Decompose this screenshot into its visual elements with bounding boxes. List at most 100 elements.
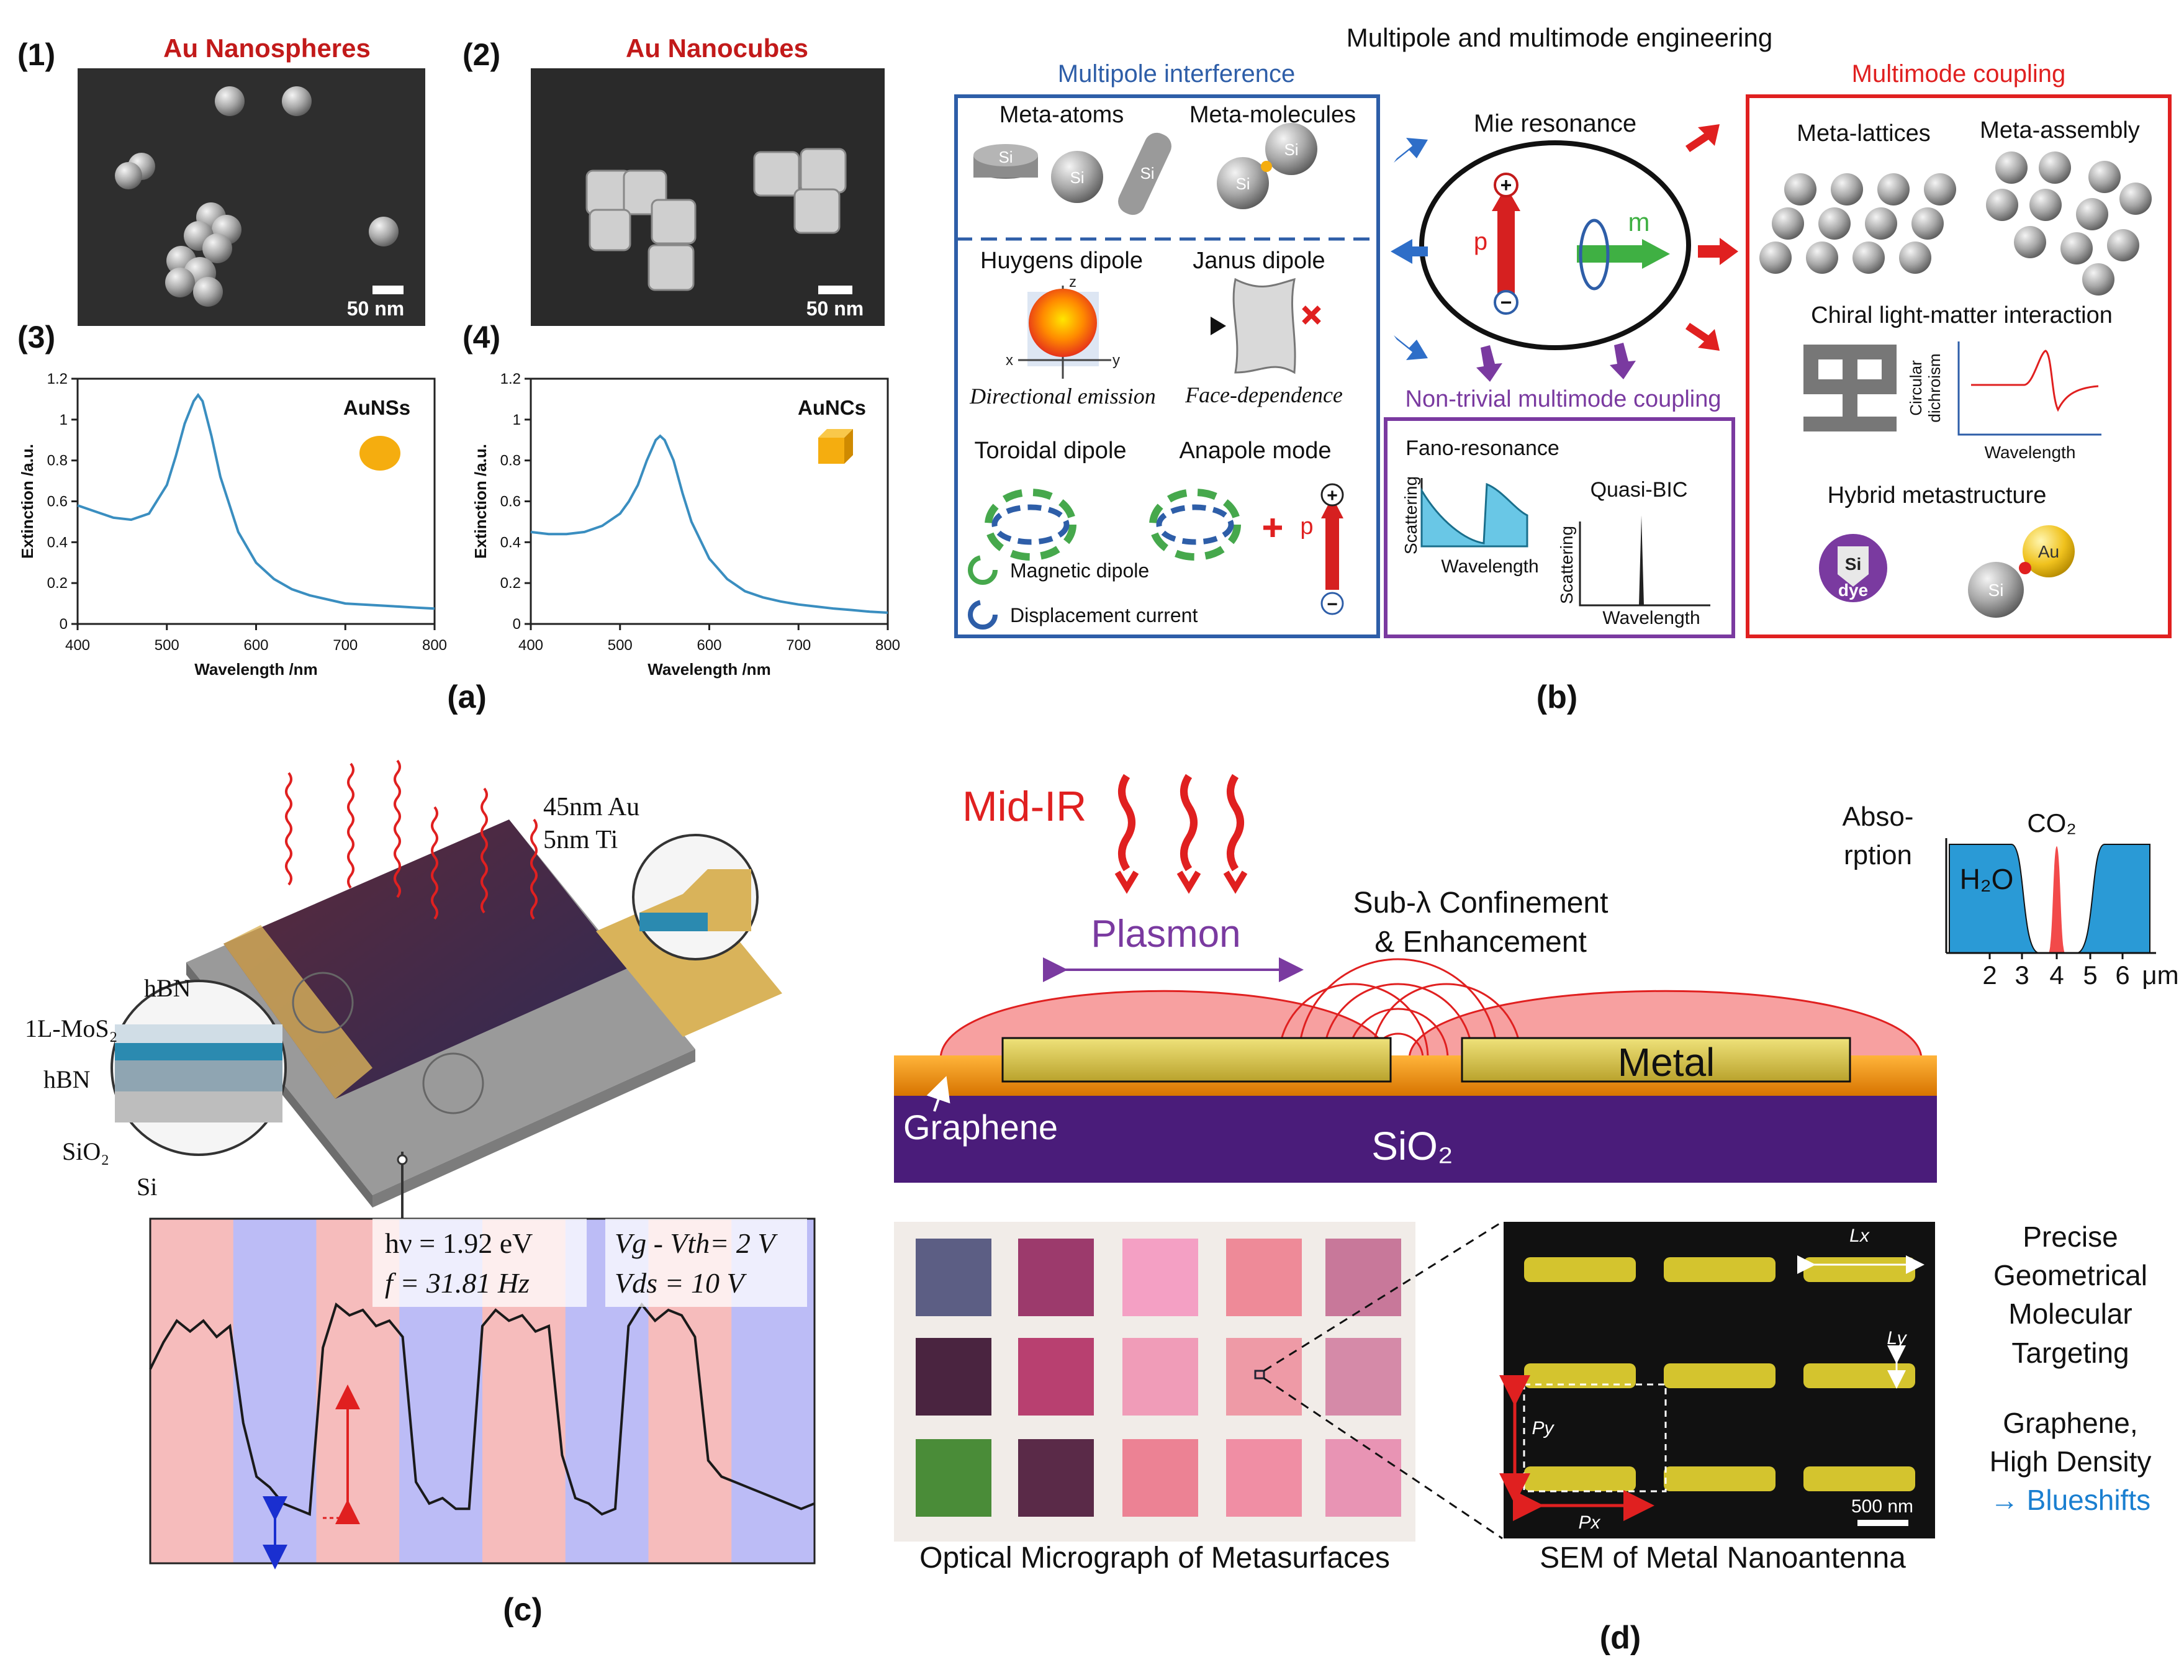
y-tick-label: 0.6 (500, 494, 521, 510)
metasurface-swatch (1325, 1239, 1401, 1316)
y-axis-label: Extinction /a.u. (18, 444, 37, 559)
device-illustration (186, 759, 782, 1219)
magnetic-dipole-arrow (1577, 219, 1670, 291)
y-tick-label: 0.8 (500, 453, 521, 469)
x-tick-label: 400 (65, 637, 90, 654)
x-tick-label: 400 (518, 637, 543, 654)
graphene-pointer (926, 1076, 950, 1112)
x-tick-label: 700 (333, 637, 358, 654)
panel-a: (1) Au Nanospheres 50 nm (2) Au Nanocube… (17, 34, 900, 715)
metal-block-right (1461, 1037, 1851, 1083)
electric-dipole-arrow (1492, 173, 1520, 315)
sem-caption: SEM of Metal Nanoantenna (1540, 1542, 1906, 1574)
y-tick-label: 0.4 (500, 534, 521, 551)
legend-auncs: AuNCs (798, 396, 866, 419)
metasurface-swatch (1018, 1338, 1094, 1416)
sub-lambda-1: Sub-λ Confinement (1353, 887, 1609, 919)
plasmon-label: Plasmon (1091, 913, 1240, 955)
metasurface-swatch (1226, 1439, 1302, 1517)
anapole-plus: + (1327, 485, 1338, 506)
displacement-label: Displacement current (1010, 604, 1198, 626)
x-tick-label: 800 (875, 637, 900, 654)
sub1-number: (1) (17, 37, 55, 72)
nanoantenna (1524, 1466, 1636, 1491)
py-label: Py (1532, 1418, 1555, 1438)
dipole-p: p (1474, 228, 1487, 255)
blueshift-note: → Blueshifts (1990, 1484, 2150, 1516)
y-tick-label: 0 (60, 616, 68, 633)
co2-peak (2049, 846, 2065, 953)
abs-unit-label: μm (2142, 960, 2178, 990)
sub-lambda-2: & Enhancement (1374, 926, 1587, 959)
hybrid-label: Hybrid metastructure (1828, 482, 2047, 508)
cd-wavelength: Wavelength (1985, 443, 2076, 462)
interference-heading: Multipole interference (1058, 60, 1295, 88)
x-tick-label: 600 (697, 637, 721, 654)
interference-box (954, 94, 1380, 638)
graphene-note-1: Graphene, (2003, 1407, 2137, 1439)
x-axis-label: Wavelength /nm (194, 660, 317, 679)
band-pink (150, 1219, 234, 1563)
annotation-box-right (605, 1219, 807, 1307)
y-tick-label: 1 (513, 412, 521, 428)
sub2-title: Au Nanocubes (626, 34, 808, 63)
face-label: Face-dependence (1185, 382, 1343, 407)
meta-molecules-label: Meta-molecules (1189, 102, 1356, 128)
cd-plot (1957, 341, 2101, 436)
magnetic-dipole-label: Magnetic dipole (1010, 559, 1149, 582)
spectrum-line (77, 392, 435, 610)
hybrid-icons (1819, 525, 2075, 618)
anapole-minus: − (1327, 594, 1338, 615)
abs-tick-label: 5 (2083, 960, 2097, 990)
x-tick-label: 600 (243, 637, 268, 654)
meta-lattices-label: Meta-lattices (1797, 120, 1930, 147)
metasurface-swatch (916, 1439, 991, 1517)
y-tick-label: 0.2 (500, 575, 521, 592)
metasurface-swatch (1018, 1439, 1094, 1517)
quasi-wavelength: Wavelength (1602, 608, 1700, 628)
micrograph-marker (1254, 1370, 1265, 1380)
anapole-label: Anapole mode (1179, 438, 1331, 464)
janus-label: Janus dipole (1193, 248, 1325, 274)
zoom-circle-right (632, 834, 759, 960)
co2-label: CO₂ (2027, 808, 2076, 838)
sem-scale-label: 500 nm (1851, 1496, 1913, 1517)
fano-plot (1420, 478, 1528, 548)
metal-label: Metal (1618, 1040, 1715, 1085)
y-tick-label: 0 (513, 616, 521, 633)
coupling-box (1746, 94, 2172, 638)
abs-tick-label: 2 (1982, 960, 1997, 990)
sub2-number: (2) (463, 37, 500, 72)
meta-lattice-spheres (1759, 173, 1956, 274)
scalebar-2-label: 50 nm (806, 297, 864, 320)
hbn-top-label: hBN (144, 974, 191, 1002)
si-label-5: Si (1284, 140, 1298, 159)
mie-arrows (1391, 124, 1738, 382)
nanoantenna (1664, 1466, 1776, 1491)
caption-d: (d) (1600, 1620, 1641, 1656)
nanoantenna (1524, 1363, 1636, 1388)
toroidal-label: Toroidal dipole (974, 438, 1126, 464)
hybrid-si-1: Si (1845, 554, 1861, 574)
mie-label: Mie resonance (1474, 110, 1636, 137)
metasurface-swatch (1122, 1439, 1198, 1517)
cube-icon (818, 429, 853, 464)
au-label: 45nm Au (543, 793, 639, 821)
directional-label: Directional emission (969, 384, 1156, 409)
panel-b: Multipole and multimode engineering Mult… (954, 23, 2172, 715)
incident-waves (285, 759, 538, 920)
metasurface-swatches (916, 1239, 1401, 1517)
graphene-label: Graphene (903, 1108, 1058, 1147)
y-tick-label: 1.2 (500, 371, 521, 387)
precise-line-2: Geometrical (1993, 1259, 2147, 1291)
px-label: Px (1578, 1512, 1600, 1533)
x-tick-label: 500 (608, 637, 633, 654)
ly-label: Ly (1887, 1328, 1907, 1348)
fano-label: Fano-resonance (1406, 436, 1559, 460)
anapole-p: p (1300, 513, 1313, 540)
sio2-substrate (894, 1096, 1937, 1183)
